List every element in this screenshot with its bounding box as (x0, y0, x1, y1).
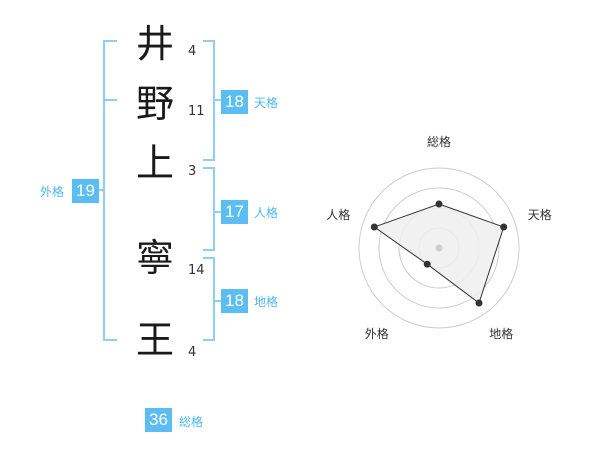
radar-center (435, 244, 443, 252)
name-char-5: 王 (135, 318, 174, 362)
radar-point-2 (500, 223, 508, 231)
stroke-count-2: 11 (188, 104, 205, 119)
chikaku-value: 18 (221, 289, 248, 313)
stroke-count-5: 4 (188, 345, 197, 360)
gaikaku-value: 19 (72, 179, 99, 203)
tenkaku-bracket (203, 40, 221, 161)
soukaku-label: 総格 (179, 415, 204, 429)
jinkaku-value: 17 (221, 200, 248, 224)
jinkaku-bracket (203, 167, 221, 251)
radar-area (373, 203, 505, 304)
radar-axis-label: 天格 (528, 207, 552, 222)
stroke-count-4: 14 (188, 263, 205, 278)
name-char-4: 寧 (135, 236, 174, 280)
name-char-1: 井 (135, 22, 174, 66)
radar-point-1 (435, 200, 443, 208)
gaikaku-label: 外格 (40, 185, 65, 199)
radar-grid-ring (378, 187, 500, 309)
radar-point-5 (370, 223, 378, 231)
radar-axis-label: 外格 (365, 326, 389, 341)
name-char-3: 上 (135, 141, 174, 185)
name-char-2: 野 (135, 82, 174, 126)
chikaku-label: 地格 (254, 295, 279, 309)
jinkaku-label: 人格 (254, 206, 279, 220)
soukaku-value: 36 (145, 408, 172, 432)
stroke-count-3: 3 (188, 164, 197, 179)
gaikaku-bracket (97, 40, 117, 341)
tenkaku-label: 天格 (254, 96, 279, 110)
radar-point-4 (423, 260, 431, 268)
radar-axis-label: 人格 (326, 207, 350, 222)
stroke-count-1: 4 (188, 44, 197, 59)
radar-point-3 (475, 299, 483, 307)
radar-grid-ring (358, 167, 520, 329)
tenkaku-value: 18 (221, 90, 248, 114)
chikaku-bracket (203, 257, 221, 341)
radar-axis-label: 総格 (427, 134, 451, 149)
radar-axis-label: 地格 (489, 326, 513, 341)
